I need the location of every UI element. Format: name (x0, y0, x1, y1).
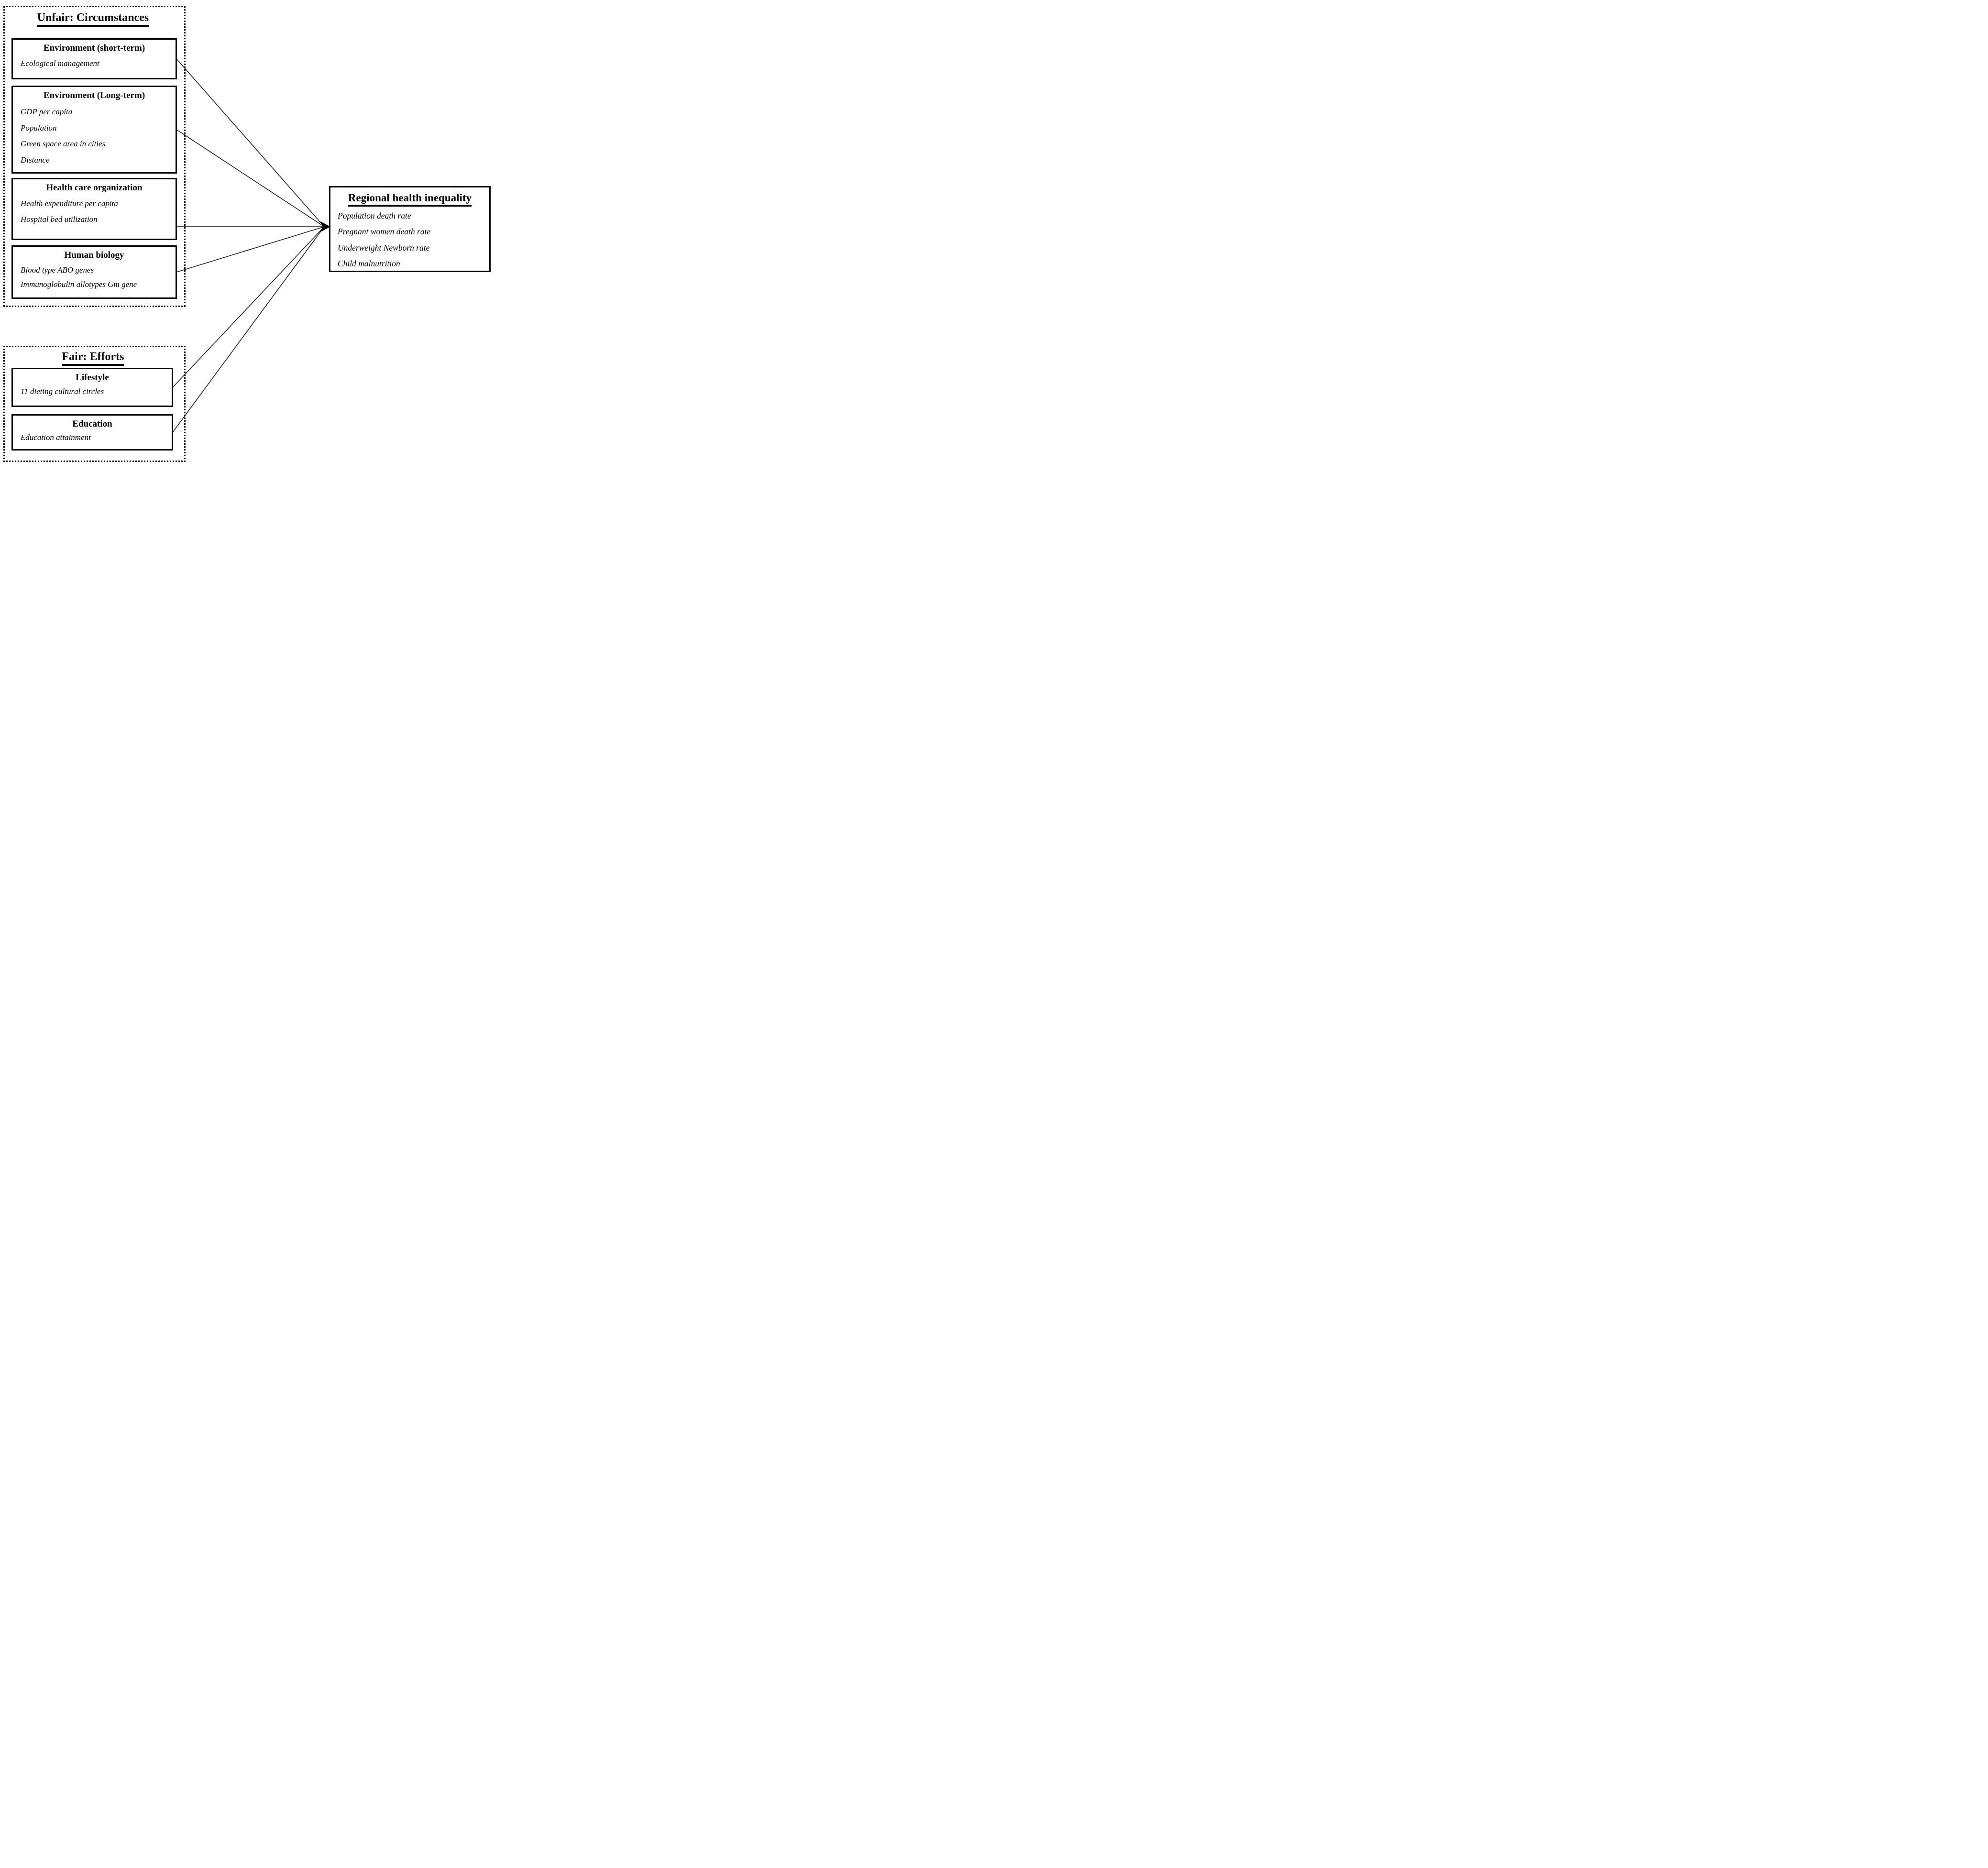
box-lifestyle-title: Lifestyle (76, 373, 109, 383)
outcome-item: Population death rate (338, 211, 411, 220)
connector-line-env-long (176, 129, 325, 227)
causal-diagram: Unfair: Circumstances Environment (short… (0, 0, 497, 467)
box-education-item: Education attainment (21, 433, 91, 442)
box-environment-short-term: Environment (short-term) Ecological mana… (11, 38, 177, 79)
box-human-biology-item: Immunoglobulin allotypes Gm gene (21, 279, 137, 289)
connector-line-env-short (176, 58, 325, 227)
outcome-item: Child malnutrition (338, 258, 400, 268)
connector-line-lifestyle (172, 226, 325, 388)
box-human-biology-item: Blood type ABO genes (21, 265, 94, 275)
box-health-care-organization-item: Hospital bed utilization (21, 214, 98, 224)
outcome-item: Underweight Newborn rate (338, 242, 430, 253)
box-education-title: Education (72, 419, 112, 429)
box-environment-long-term: Environment (Long-term) GDP per capita P… (11, 86, 177, 174)
box-health-care-organization-item: Health expenditure per capita (21, 199, 118, 208)
box-environment-long-term-item: Population (21, 123, 57, 132)
box-environment-long-term-item: Green space area in cities (21, 139, 106, 149)
box-health-care-organization: Health care organization Health expendit… (11, 178, 177, 240)
box-regional-health-inequality: Regional health inequality Population de… (329, 186, 491, 272)
box-environment-short-term-title: Environment (short-term) (43, 43, 145, 53)
connector-line-human-bio (176, 226, 325, 273)
box-lifestyle: Lifestyle 11 dieting cultural circles (11, 368, 173, 407)
group-title-fair: Fair: Efforts (3, 351, 183, 366)
outcome-item: Pregnant women death rate (338, 227, 431, 237)
box-environment-long-term-title: Environment (Long-term) (43, 90, 145, 100)
box-regional-health-inequality-title-text: Regional health inequality (348, 192, 472, 207)
connector-line-education (172, 226, 325, 433)
box-environment-long-term-item: GDP per capita (21, 107, 73, 116)
box-regional-health-inequality-title: Regional health inequality (330, 192, 489, 207)
group-title-unfair: Unfair: Circumstances (3, 11, 183, 27)
box-education: Education Education attainment (11, 414, 173, 451)
group-title-unfair-text: Unfair: Circumstances (37, 11, 149, 27)
box-environment-short-term-item: Ecological management (21, 59, 99, 68)
box-environment-long-term-item: Distance (21, 155, 50, 165)
box-human-biology-title: Human biology (64, 250, 124, 260)
group-title-fair-text: Fair: Efforts (62, 351, 124, 366)
box-human-biology: Human biology Blood type ABO genes Immun… (11, 245, 177, 299)
box-health-care-organization-title: Health care organization (46, 183, 143, 193)
box-lifestyle-item: 11 dieting cultural circles (21, 387, 104, 396)
